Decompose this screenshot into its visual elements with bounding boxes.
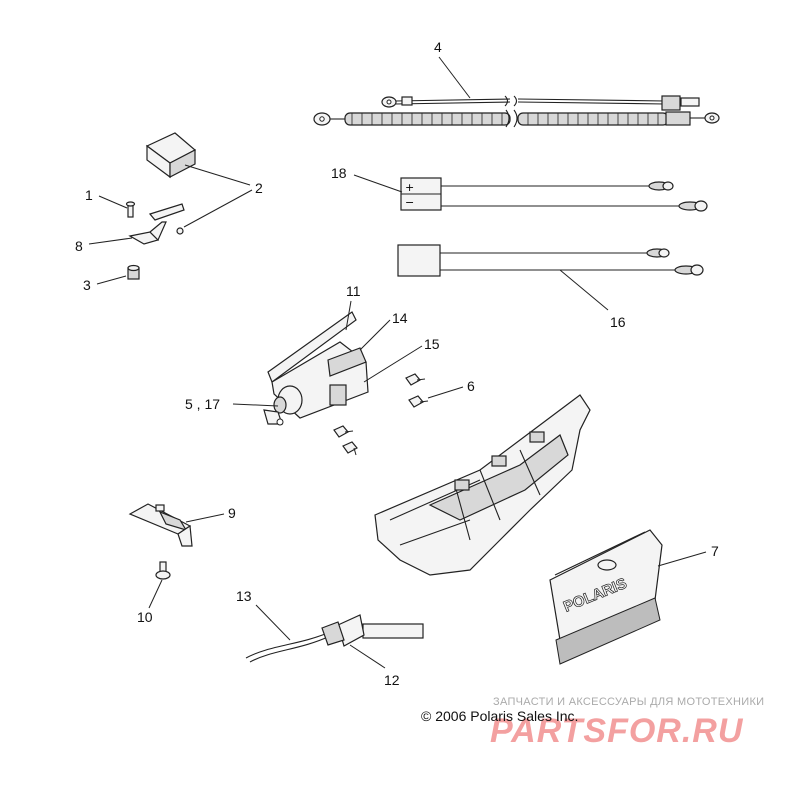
headlight-assembly: [263, 311, 369, 426]
callout-4: 4: [434, 39, 442, 55]
relay-2: [145, 132, 197, 179]
battery-cable-4: [313, 95, 720, 128]
harness-16: [397, 244, 704, 277]
grille-7: POLARIS: [549, 529, 663, 665]
callout-18: 18: [331, 165, 347, 181]
copyright-text: © 2006 Polaris Sales Inc.: [421, 708, 579, 724]
wire-13: [245, 631, 331, 663]
bracket-8: [128, 203, 185, 245]
callout-13: 13: [236, 588, 252, 604]
svg-text:−: −: [405, 196, 414, 209]
callout-7: 7: [711, 543, 719, 559]
watermark-subtitle: ЗАПЧАСТИ И АКСЕССУАРЫ ДЛЯ МОТОТЕХНИКИ: [493, 696, 765, 708]
screw-10: [155, 561, 171, 580]
callout-2: 2: [255, 180, 263, 196]
callout-6: 6: [467, 378, 475, 394]
harness-18: + −: [400, 177, 708, 212]
callout-1: 1: [85, 187, 93, 203]
callout-14: 14: [392, 310, 408, 326]
callout-8: 8: [75, 238, 83, 254]
callout-16: 16: [610, 314, 626, 330]
bolt-1: [125, 201, 136, 218]
callout-11: 11: [346, 283, 361, 299]
callout-15: 15: [424, 336, 440, 352]
spacer-3: [127, 264, 140, 280]
watermark-brand: PARTSFOR.RU: [490, 712, 744, 750]
front-bumper: [374, 394, 591, 576]
callout-5-17: 5 , 17: [185, 396, 220, 412]
connector-12: [321, 614, 424, 647]
callout-12: 12: [384, 672, 400, 688]
svg-text:+: +: [405, 181, 414, 194]
callout-3: 3: [83, 277, 91, 293]
screws-6: [333, 373, 429, 456]
callout-9: 9: [228, 505, 236, 521]
switch-9: [128, 503, 193, 547]
callout-10: 10: [137, 609, 153, 625]
